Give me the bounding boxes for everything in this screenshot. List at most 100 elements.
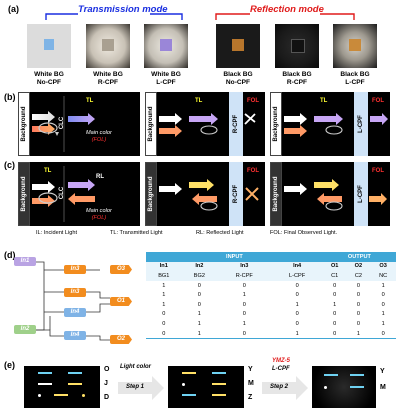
background-bar: Background: [145, 92, 157, 156]
diagram-c3: Background L-CPF FOL: [270, 162, 390, 226]
letter-mid-y: Y: [248, 366, 253, 373]
col-in3: In3: [240, 263, 249, 270]
background-bar: Background: [270, 162, 282, 226]
subcol-nc: NC: [379, 272, 388, 279]
gate-in4-a: In4: [64, 308, 86, 317]
background-bar: Background: [270, 92, 282, 156]
output-header: OUTPUT: [322, 252, 396, 262]
fol-label: FOL: [372, 168, 384, 174]
gate-in2: In2: [14, 325, 36, 334]
gate-o2: O2: [110, 335, 132, 344]
pattern-middle: [168, 366, 244, 408]
arrow2-top-red-label: YMZ-5: [272, 358, 290, 364]
diagram-b2: Background R-CPF TL FOL: [145, 92, 265, 156]
reflection-mode-label: Reflection mode: [250, 4, 324, 15]
photo-white-bg-l-cpf: [144, 24, 188, 68]
panel-label-b: (b): [4, 92, 16, 102]
photo-black-bg-l-cpf: [333, 24, 377, 68]
col-in4: In4: [293, 263, 302, 270]
photo-white-bg-no-cpf: [27, 24, 71, 68]
legend-fol: FOL: Final Observed Light.: [270, 230, 338, 236]
subcol-bg2: BG2: [193, 272, 205, 279]
pattern-left: [24, 366, 100, 408]
letter-left-j: J: [104, 380, 108, 387]
arrow-step-1: [118, 376, 164, 400]
letter-mid-m: M: [248, 380, 254, 387]
arrow-step-2: [262, 376, 308, 400]
rcpf-bar: R-CPF: [229, 162, 243, 226]
rcpf-bar: R-CPF: [229, 92, 243, 156]
transmission-mode-label: Transmission mode: [78, 4, 168, 15]
letter-left-o: O: [104, 366, 110, 373]
arrow2-bottom-label: Step 2: [270, 384, 289, 390]
photo-black-bg-no-cpf: [216, 24, 260, 68]
panel-label-a: (a): [8, 4, 19, 14]
gate-in4-b: In4: [64, 331, 86, 340]
arrow2-top-label: L-CPF: [272, 366, 290, 372]
fol-label: FOL: [247, 168, 259, 174]
tl-label: TL: [320, 98, 328, 104]
arrow1-top-label: Light color: [120, 364, 151, 370]
fol-label: FOL: [372, 98, 384, 104]
tl-label: TL: [86, 98, 94, 104]
gate-in3-a: In3: [64, 265, 86, 274]
background-bar: Background: [18, 162, 30, 226]
col-in1: In1: [159, 263, 168, 270]
gate-o3: O3: [110, 265, 132, 274]
rl-label: RL: [96, 174, 104, 180]
pattern-right: [312, 366, 376, 408]
subcol-c2: C2: [354, 272, 362, 279]
panel-label-d: (d): [4, 250, 16, 260]
mode-brackets: [45, 13, 355, 20]
main-color-label: Main color(FOL): [86, 208, 112, 221]
diagram-b1: Background TL Main color(FOL) CLC: [18, 92, 140, 156]
gate-o1: O1: [110, 297, 132, 306]
photo-black-bg-r-cpf: [275, 24, 319, 68]
letter-mid-z: Z: [248, 394, 253, 401]
input-header: INPUT: [146, 252, 323, 262]
photo-white-bg-r-cpf: [86, 24, 130, 68]
letter-right-y: Y: [380, 368, 385, 375]
subcol-rcpf: R-CPF: [235, 272, 253, 279]
gate-in3-b: In3: [64, 288, 86, 297]
legend-tl: TL: Transmitted Light: [110, 230, 163, 236]
panel-label-c: (c): [4, 160, 15, 170]
background-bar: Background: [145, 162, 157, 226]
tl-label: TL: [44, 168, 52, 174]
diagram-c2: Background R-CPF FOL: [145, 162, 265, 226]
clc-label: CLC: [59, 116, 66, 130]
diagram-b3: Background L-CPF TL FOL: [270, 92, 390, 156]
col-o1: O1: [330, 263, 339, 270]
fol-label: FOL: [247, 98, 259, 104]
legend-il: IL: Incident Light: [36, 230, 78, 236]
legend-rl: RL: Reflected Light: [196, 230, 244, 236]
arrow1-bottom-label: Step 1: [126, 384, 145, 390]
gate-in1: In1: [14, 257, 36, 266]
truth-table: INPUT OUTPUT In1 In2 In3 In4 O1 O2 O3 BG…: [146, 252, 396, 339]
panel-label-e: (e): [4, 360, 15, 370]
col-o2: O2: [354, 263, 363, 270]
subcol-c1: C1: [331, 272, 339, 279]
col-o3: O3: [379, 263, 387, 270]
clc-label: CLC: [59, 186, 66, 200]
background-bar: Background: [18, 92, 30, 156]
tl-label: TL: [195, 98, 203, 104]
lcpf-bar: L-CPF: [354, 92, 368, 156]
lcpf-bar: L-CPF: [354, 162, 368, 226]
subcol-lcpf: L-CPF: [289, 272, 306, 279]
diagram-c1: Background TL RL Main color(FOL) CLC: [18, 162, 140, 226]
main-color-label: Main color(FOL): [86, 130, 112, 143]
letter-right-m: M: [380, 384, 386, 391]
